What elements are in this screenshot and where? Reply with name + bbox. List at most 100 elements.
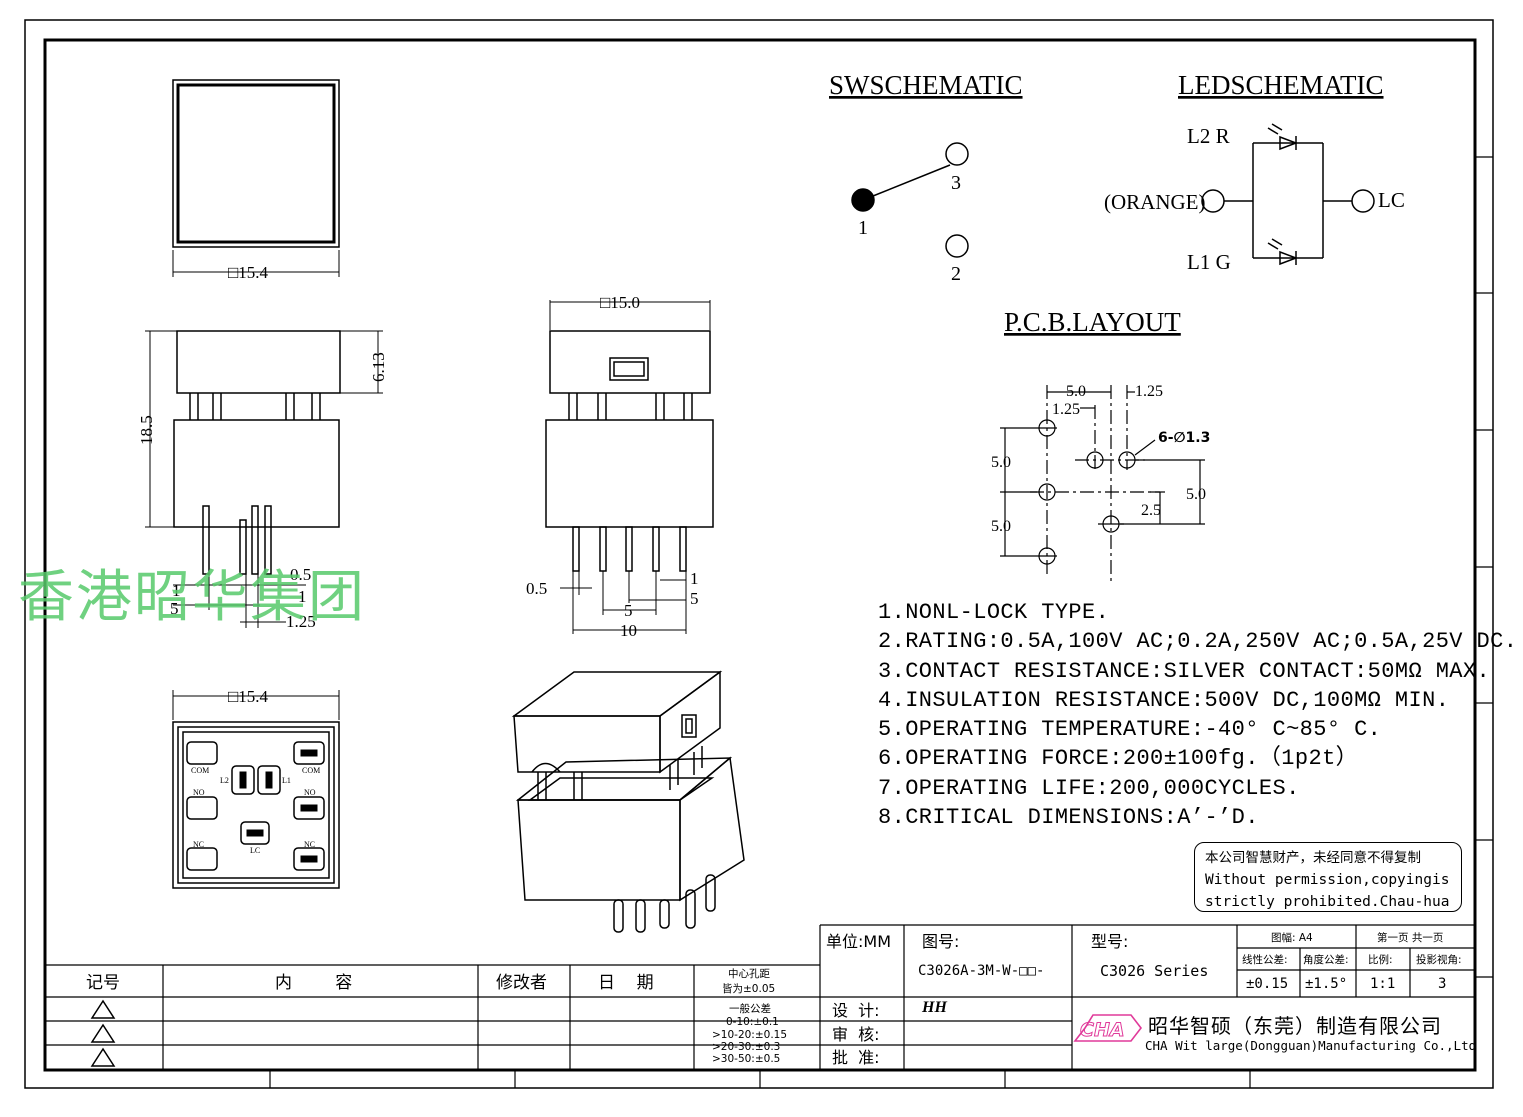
pcb-layout xyxy=(1000,385,1205,583)
page-info: 第一页 共一页 xyxy=(1377,931,1443,944)
center-hole-2: 皆为±0.05 xyxy=(722,983,775,995)
approve-label: 批 准: xyxy=(832,1048,880,1067)
logo-text: CHA xyxy=(1080,1019,1125,1041)
isometric-view xyxy=(511,670,745,933)
bottom-label-nc1: NC xyxy=(193,840,204,849)
top-view xyxy=(172,79,340,277)
side-dim-125: 1.25 xyxy=(286,612,316,631)
line-tol-value: ±0.15 xyxy=(1246,976,1288,992)
front-dim-width: □15.0 xyxy=(600,293,640,312)
outer-border xyxy=(24,19,1494,1089)
spec-list: 1.NONL-LOCK TYPE. 2.RATING:0.5A,100V AC;… xyxy=(878,598,1517,832)
gen-tol-1: 0-10:±0.1 xyxy=(726,1016,779,1028)
led-schematic-title: LEDSCHEMATIC xyxy=(1178,70,1384,100)
front-dim-10: 10 xyxy=(620,621,637,640)
pcb-dim-125a: 1.25 xyxy=(1135,383,1163,400)
spec-item: 4.INSULATION RESISTANCE:500V DC,100MΩ MI… xyxy=(878,687,1450,713)
led-label-lc: LC xyxy=(1378,188,1405,212)
side-dim-cap: 6.13 xyxy=(369,352,388,382)
side-dim-5: 5 xyxy=(170,599,179,618)
bottom-label-l1: L1 xyxy=(282,776,291,785)
unit-label: 单位:MM xyxy=(826,932,891,951)
proj-value: 3 xyxy=(1438,976,1446,992)
front-dim-1: 1 xyxy=(690,569,699,588)
front-dim-5a: 5 xyxy=(690,589,699,608)
front-dim-pin: 0.5 xyxy=(526,579,547,598)
pcb-dim-5b: 5.0 xyxy=(991,454,1011,471)
watermark: 香港昭华集团 xyxy=(18,565,366,630)
spec-item: 7.OPERATING LIFE:200,000CYCLES. xyxy=(878,775,1300,801)
spec-item: 5.OPERATING TEMPERATURE:-40° C~85° C. xyxy=(878,717,1382,743)
sw-schematic-title: SWSCHEMATIC xyxy=(829,70,1023,100)
designer-signature: HH xyxy=(922,999,947,1016)
bottom-dim: □15.4 xyxy=(228,687,269,706)
sw-pin-3: 3 xyxy=(951,172,961,194)
top-view-dim: □15.4 xyxy=(228,263,269,282)
notice-en-1: Without permission,copyingis xyxy=(1205,872,1450,888)
spec-item: 2.RATING:0.5A,100V AC;0.2A,250V AC;0.5A,… xyxy=(878,629,1518,655)
sw-schematic xyxy=(851,142,969,258)
led-label-l1: L1 G xyxy=(1187,250,1231,274)
company-name-cn: 昭华智硕（东莞）制造有限公司 xyxy=(1148,1014,1442,1038)
company-logo: CHA xyxy=(1073,1014,1143,1042)
led-schematic xyxy=(1201,123,1375,266)
gen-tol-2: >10-20:±0.15 xyxy=(712,1029,787,1041)
spec-item: 3.CONTACT RESISTANCE:SILVER CONTACT:50MΩ… xyxy=(878,658,1491,684)
sw-pin-2: 2 xyxy=(951,263,961,285)
side-dim-1: 1 xyxy=(172,581,181,600)
revision-triangles xyxy=(90,999,116,1067)
center-hole-1: 中心孔距 xyxy=(728,967,770,980)
led-label-orange: (ORANGE) xyxy=(1104,190,1205,214)
sw-pin-1: 1 xyxy=(858,217,868,239)
copyright-notice: 本公司智慧财产，未经同意不得复制 Without permission,copy… xyxy=(1194,842,1462,912)
pcb-dim-5c: 5.0 xyxy=(1186,486,1206,503)
scale-value: 1:1 xyxy=(1370,976,1395,992)
notice-en-2: strictly prohibited.Chau-hua xyxy=(1205,894,1450,910)
bottom-label-no2: NO xyxy=(304,788,316,797)
gen-tol-4: >30-50:±0.5 xyxy=(712,1053,780,1065)
side-view xyxy=(145,330,383,628)
angle-tol-label: 角度公差: xyxy=(1303,953,1349,966)
rev-header-editor: 修改者 xyxy=(496,973,547,993)
front-view xyxy=(545,300,714,634)
spec-item: 6.OPERATING FORCE:200±100fg.（1p2t） xyxy=(878,746,1359,772)
front-dim-5b: 5 xyxy=(624,601,633,620)
rev-header-no: 记号 xyxy=(86,973,120,993)
bottom-view xyxy=(172,690,340,889)
company-name-en: CHA Wit large(Dongguan)Manufacturing Co.… xyxy=(1145,1038,1477,1053)
spec-item: 1.NONL-LOCK TYPE. xyxy=(878,600,1110,625)
pcb-dim-5a: 5.0 xyxy=(1066,383,1086,400)
led-label-l2: L2 R xyxy=(1187,124,1230,148)
gen-tol-0: 一般公差 xyxy=(729,1002,771,1015)
side-dim-height: 18.5 xyxy=(137,415,156,445)
line-tol-label: 线性公差: xyxy=(1242,953,1288,966)
title-block-lines xyxy=(45,924,1475,1070)
pcb-dim-5d: 5.0 xyxy=(991,518,1011,535)
rev-header-content: 内 容 xyxy=(275,973,352,993)
pcb-dim-holes: 6-∅1.3 xyxy=(1158,430,1210,446)
bottom-label-com2: COM xyxy=(302,766,320,775)
spec-item: 8.CRITICAL DIMENSIONS:A’-’D. xyxy=(878,805,1259,831)
drawing-no: C3026A-3M-W-□□- xyxy=(918,963,1044,979)
scale-label: 比例: xyxy=(1368,953,1393,966)
model-label: 型号: xyxy=(1091,932,1128,951)
side-dim-pin-width: 0.5 xyxy=(290,565,311,584)
side-dim-1b: 1 xyxy=(298,587,307,606)
notice-cn: 本公司智慧财产，未经同意不得复制 xyxy=(1205,850,1421,866)
bottom-label-com1: COM xyxy=(191,766,209,775)
rev-header-date: 日 期 xyxy=(598,973,654,993)
pcb-dim-25: 2.5 xyxy=(1141,502,1161,519)
proj-label: 投影视角: xyxy=(1416,953,1462,966)
bottom-label-no1: NO xyxy=(193,788,205,797)
drawing-no-label: 图号: xyxy=(922,932,959,951)
pcb-dim-125b: 1.25 xyxy=(1052,401,1080,418)
bottom-label-l2: L2 xyxy=(220,776,229,785)
gen-tol-3: >20-30:±0.3 xyxy=(712,1041,780,1053)
model-value: C3026 Series xyxy=(1100,962,1208,980)
bottom-label-nc2: NC xyxy=(304,840,315,849)
review-label: 审 核: xyxy=(832,1025,880,1044)
border-ticks xyxy=(269,156,1493,1088)
angle-tol-value: ±1.5° xyxy=(1305,976,1347,992)
design-label: 设 计: xyxy=(832,1001,880,1020)
